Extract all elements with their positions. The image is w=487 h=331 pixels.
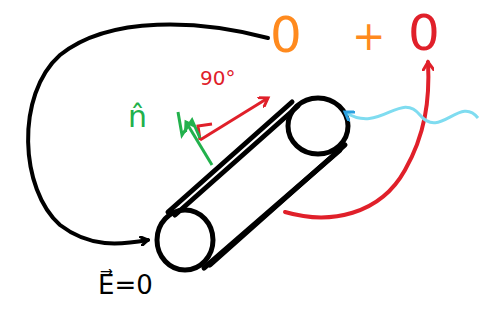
plus-sign: +: [352, 16, 386, 56]
field-label: E⃗=0: [98, 272, 153, 298]
angle-label: 90°: [200, 68, 235, 88]
normal-vector-label: n̂: [128, 102, 147, 132]
orange-zero: 0: [270, 10, 302, 60]
red-zero: 0: [408, 8, 440, 58]
